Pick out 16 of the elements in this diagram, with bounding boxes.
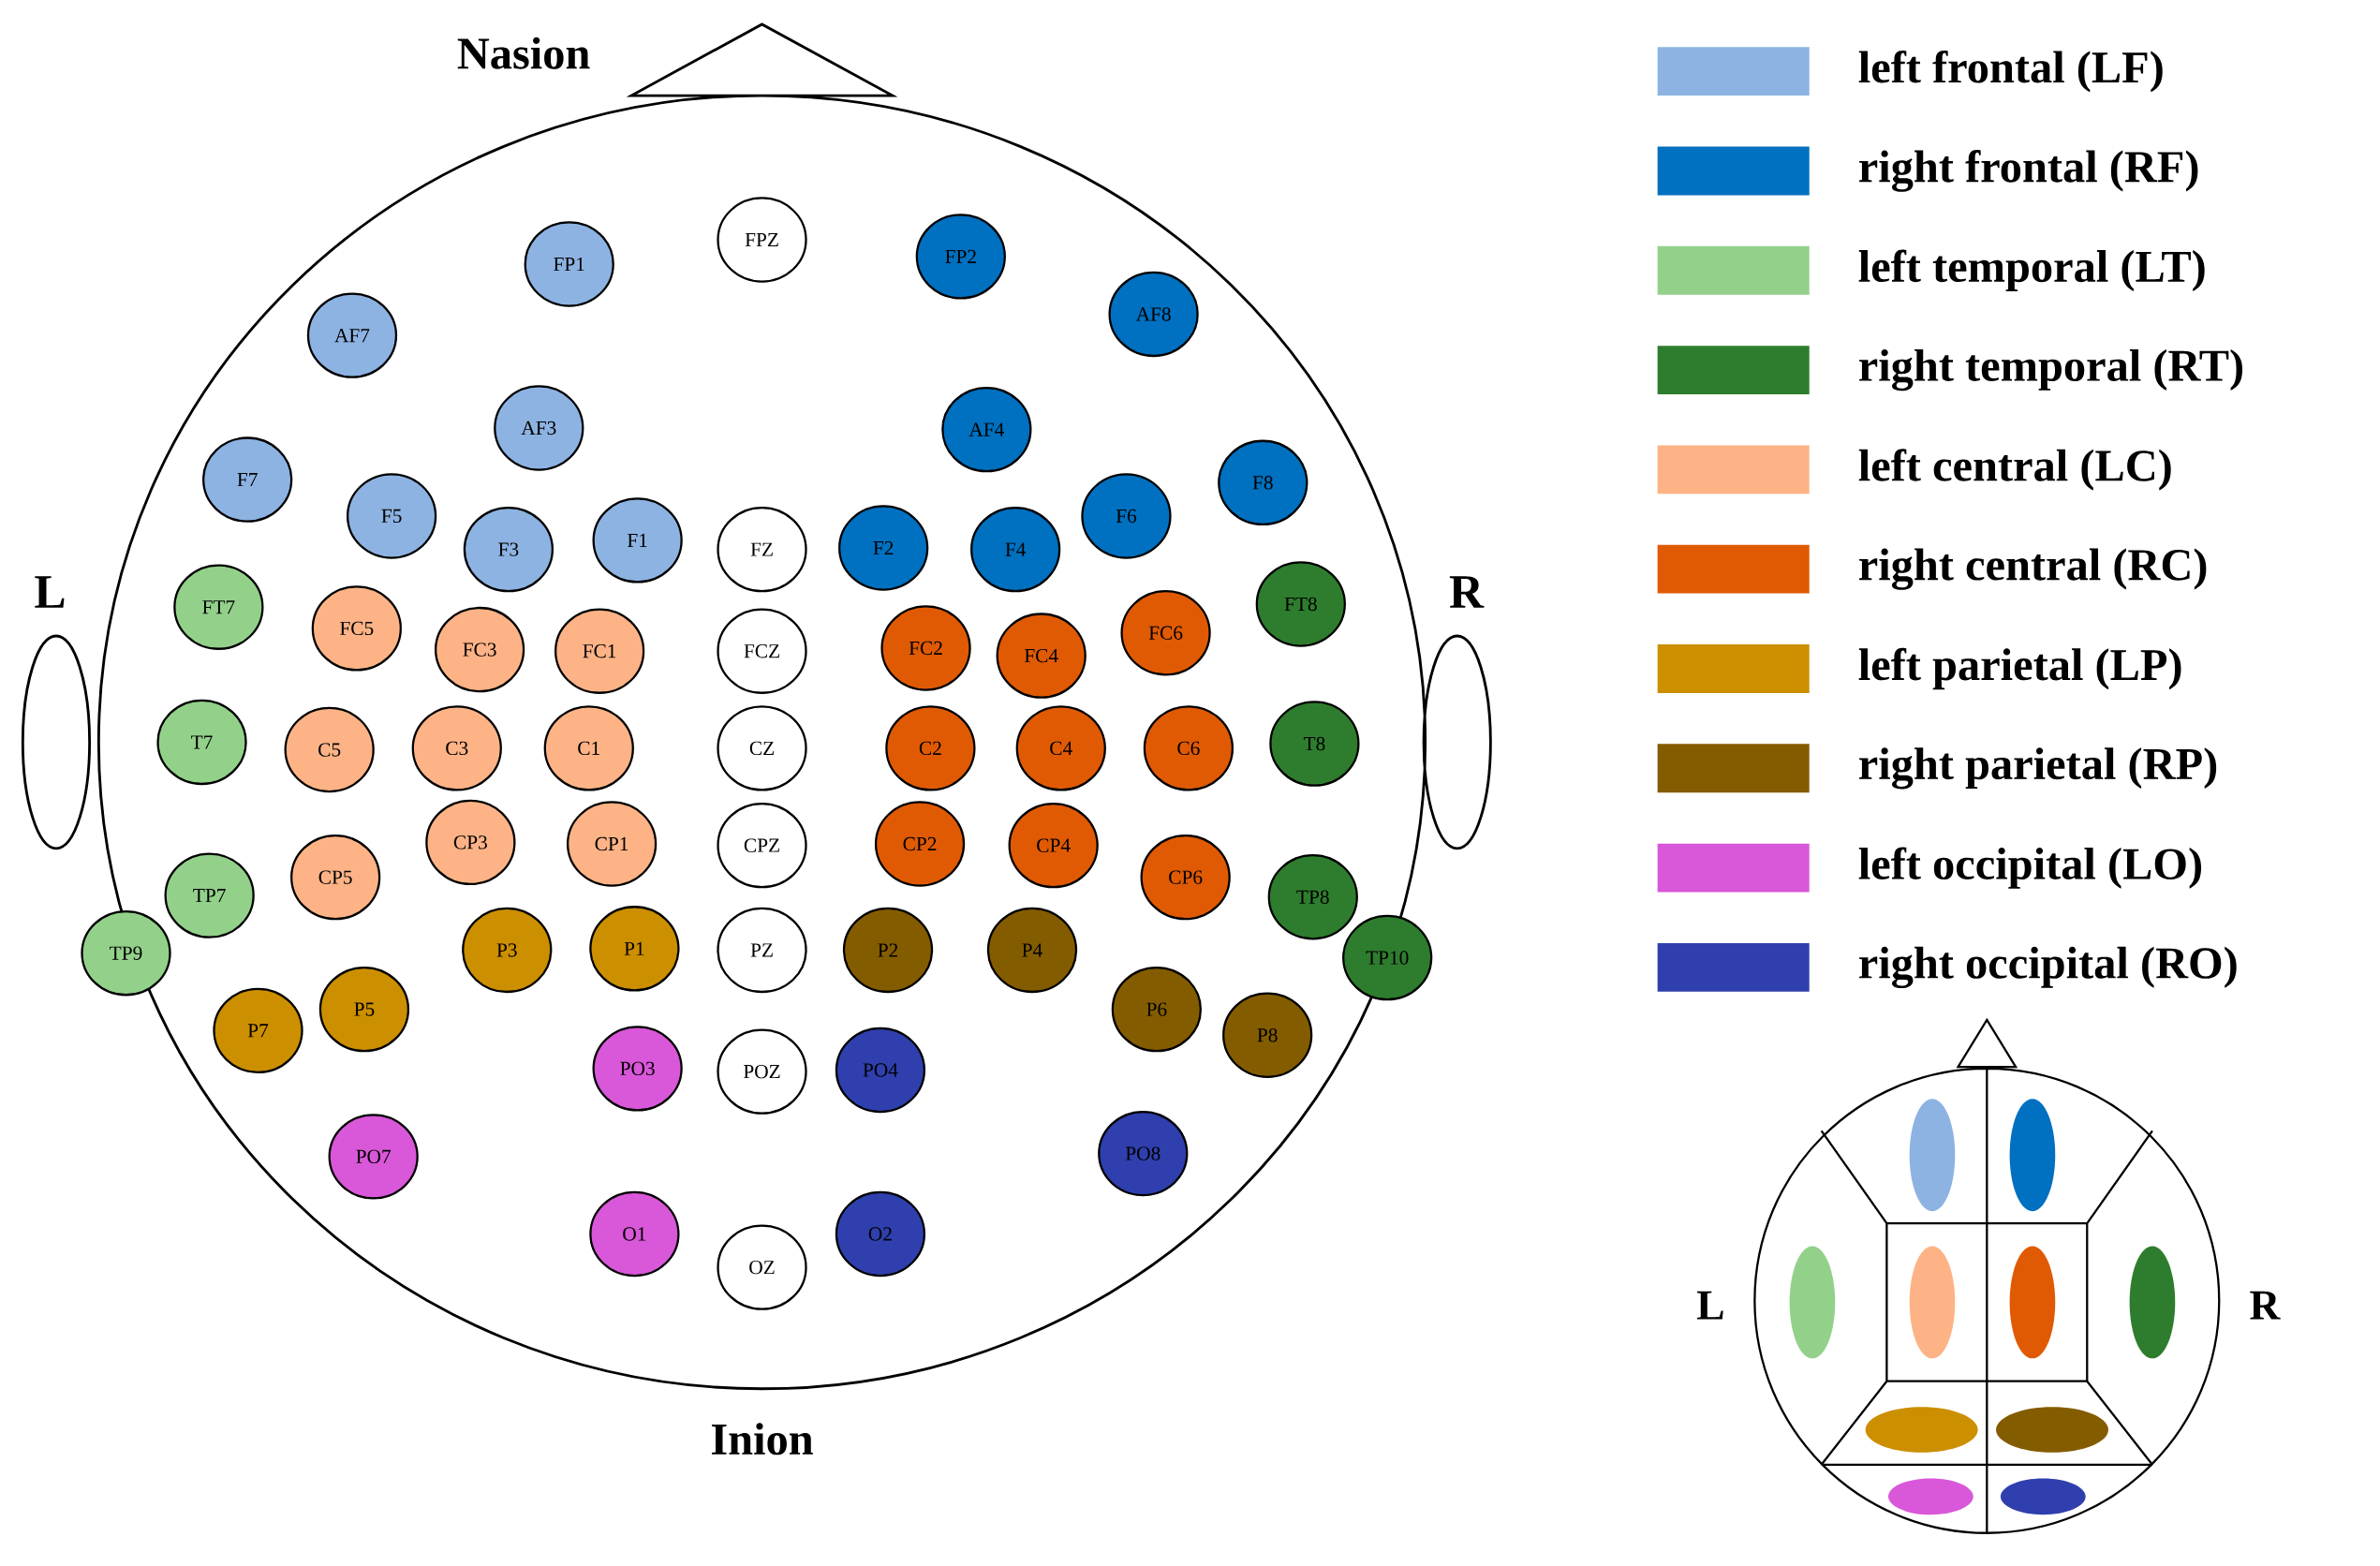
landmark-label: Inion bbox=[712, 1423, 813, 1455]
legend-label: left temporal (LT) bbox=[1858, 249, 2205, 291]
landmark-label: Nasion bbox=[457, 37, 590, 69]
legend-label: right parietal (RP) bbox=[1859, 747, 2217, 790]
legend-label: left central (LC) bbox=[1858, 449, 2171, 491]
landmark-label: L bbox=[1696, 1291, 1723, 1320]
landmark-label: R bbox=[2250, 1291, 2281, 1320]
landmark-label: R bbox=[1449, 576, 1485, 608]
legend-label: left parietal (LP) bbox=[1858, 647, 2181, 689]
landmark-label: L bbox=[35, 576, 65, 608]
legend-label: right frontal (RF) bbox=[1859, 149, 2198, 192]
legend-label: left frontal (LF) bbox=[1858, 50, 2163, 93]
legend-label: right central (RC) bbox=[1859, 548, 2207, 590]
legend-label: right temporal (RT) bbox=[1859, 348, 2243, 391]
legend-label: right occipital (RO) bbox=[1859, 946, 2237, 988]
legend-label: left occipital (LO) bbox=[1858, 847, 2201, 889]
